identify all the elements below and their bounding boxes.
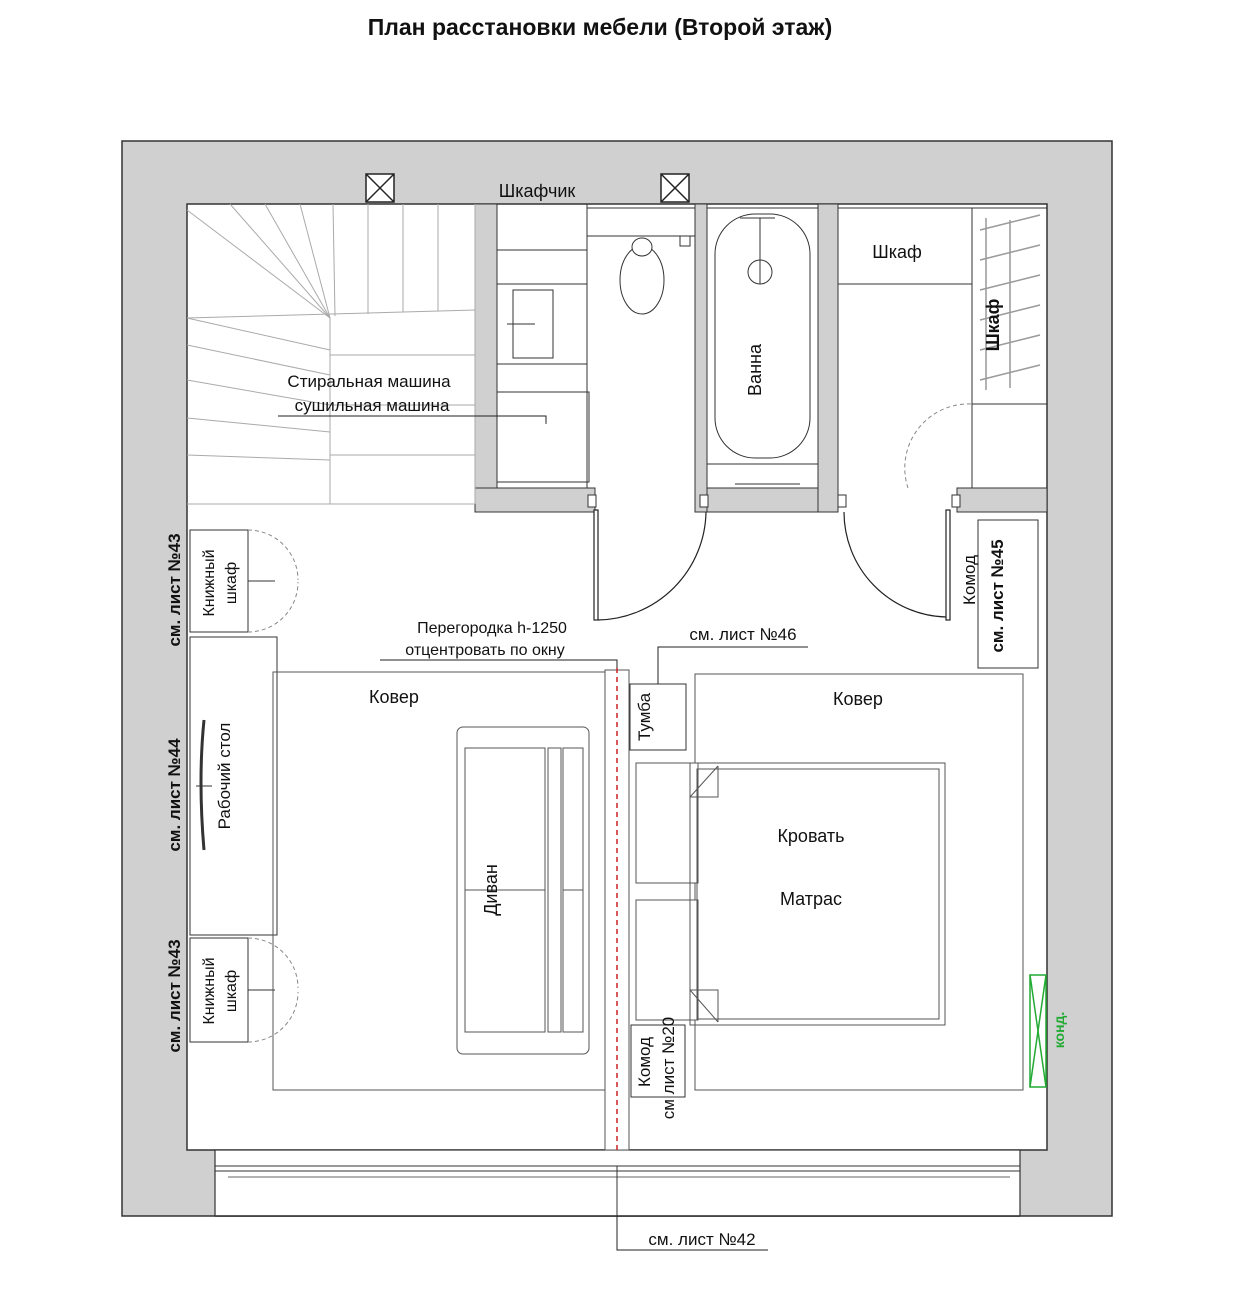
ref-42-label: см. лист №42 bbox=[648, 1230, 755, 1249]
ref-46-label: см. лист №46 bbox=[689, 625, 796, 644]
toilet-icon bbox=[586, 207, 696, 315]
desk bbox=[189, 636, 278, 936]
cabinet-top-label: Шкафчик bbox=[499, 181, 576, 201]
mattress-label: Матрас bbox=[780, 889, 842, 909]
bookcase-label-line2: шкаф bbox=[223, 562, 240, 604]
carpet-label: Ковер bbox=[833, 689, 883, 709]
vent-icon bbox=[660, 173, 690, 203]
interior-walls bbox=[474, 203, 1048, 513]
bathtub bbox=[706, 207, 819, 485]
ref-43-label: см. лист №43 bbox=[165, 533, 184, 646]
washer-label-1: Стиральная машина bbox=[287, 372, 451, 391]
wardrobe-label-vertical: Шкаф bbox=[983, 298, 1003, 351]
bookcase-label-line1: Книжный bbox=[201, 549, 218, 616]
ac-label: конд. bbox=[1051, 1012, 1067, 1049]
ref-20-label: см лист №20 bbox=[659, 1017, 678, 1119]
exterior-walls bbox=[121, 140, 1113, 1217]
staircase bbox=[186, 203, 476, 505]
carpet-left bbox=[272, 671, 606, 1091]
carpet-right bbox=[694, 673, 1024, 1091]
dresser-small bbox=[630, 1024, 686, 1098]
dresser-right bbox=[977, 519, 1039, 669]
plan-title: План расстановки мебели (Второй этаж) bbox=[368, 14, 832, 40]
ref-45-label: см. лист №45 bbox=[988, 539, 1007, 652]
ref-43-label: см. лист №43 bbox=[165, 939, 184, 1052]
laundry-zone bbox=[496, 204, 590, 488]
bookcase-label-line2: шкаф bbox=[223, 970, 240, 1012]
desk-label: Рабочий стол bbox=[215, 723, 234, 830]
wardrobe-hall bbox=[837, 207, 1048, 488]
bath-label: Ванна bbox=[745, 343, 765, 396]
sofa-label: Диван bbox=[481, 864, 501, 916]
partition-label-1: Перегородка h-1250 bbox=[417, 620, 567, 637]
sofa bbox=[456, 726, 590, 1055]
dresser-label: Комод bbox=[635, 1037, 654, 1087]
carpet-label: Ковер bbox=[369, 687, 419, 707]
washer-label-2: сушильная машина bbox=[295, 396, 450, 415]
bookcase bbox=[189, 937, 299, 1043]
hangers-icon bbox=[979, 214, 1041, 390]
bookcase bbox=[189, 529, 299, 633]
dresser-label: Комод bbox=[960, 555, 979, 605]
bed bbox=[635, 762, 946, 1026]
bookcase-label-line1: Книжный bbox=[201, 957, 218, 1024]
door-swing bbox=[593, 509, 951, 621]
wardrobe-label: Шкаф bbox=[872, 242, 922, 262]
ac-unit-icon bbox=[1029, 974, 1047, 1088]
vent-icon bbox=[365, 173, 395, 203]
nightstand-label: Тумба bbox=[635, 692, 654, 741]
partition-label-2: отцентровать по окну bbox=[405, 642, 564, 659]
bed-label: Кровать bbox=[777, 826, 844, 846]
ref-44-label: см. лист №44 bbox=[165, 738, 184, 852]
